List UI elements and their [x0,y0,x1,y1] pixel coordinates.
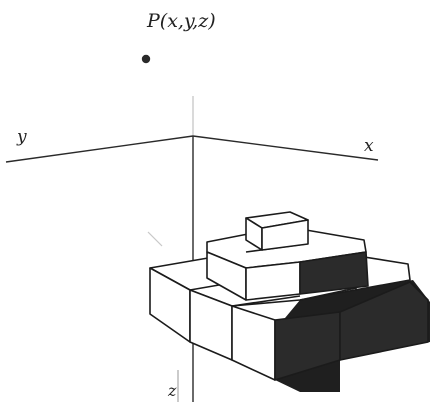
tier-bottom-cube-3 [231,305,276,381]
block-solid [149,211,430,392]
z-axis-label: z [167,381,177,400]
tier-middle-cube-2-front [245,261,301,301]
x-axis-label: x [364,136,374,156]
y-axis-label: y [16,127,27,147]
x-axis [192,135,379,161]
tier-bottom-right-side [339,281,429,361]
point-label: P(x,y,z) [146,10,216,32]
grid-line [231,295,301,307]
y-axis [5,135,194,163]
tier-middle-side [299,251,369,295]
point-p [141,54,151,64]
tier-top-front [261,219,309,251]
grid-line [299,287,357,301]
scan-artifact [147,231,163,247]
